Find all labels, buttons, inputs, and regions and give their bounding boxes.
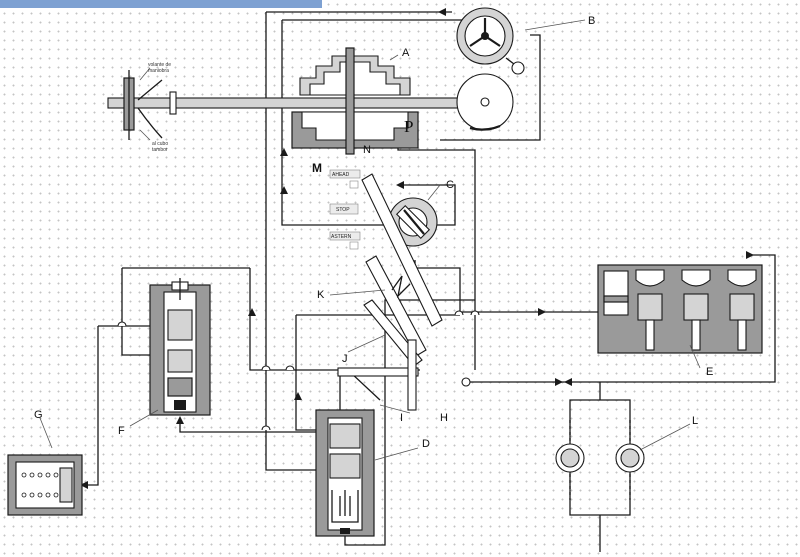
leader-lines [39, 19, 701, 461]
label-D: D [422, 438, 430, 450]
label-I: I [400, 412, 403, 424]
component-A [291, 47, 419, 155]
stop-button[interactable] [329, 203, 359, 215]
stop-label: STOP [336, 207, 350, 213]
ahead-indicator [349, 180, 359, 189]
component-E [597, 264, 763, 354]
label-N: N [363, 144, 371, 156]
ahead-label: AHEAD [332, 172, 350, 178]
label-F: F [118, 425, 125, 437]
label-J: J [342, 353, 348, 365]
window-title-strip [0, 0, 322, 8]
components-I-H [337, 339, 419, 411]
label-B: B [588, 15, 595, 27]
label-L: L [692, 415, 698, 427]
astern-indicator [349, 241, 359, 250]
label-A: A [402, 47, 410, 59]
astern-label: ASTERN [331, 234, 352, 240]
label-C: C [446, 179, 454, 191]
astern-button[interactable] [329, 231, 361, 241]
label-P: P [404, 117, 413, 136]
component-L [555, 420, 645, 500]
component-D [315, 409, 375, 537]
control-panel: AHEAD STOP ASTERN [329, 169, 361, 250]
component-labels: A B C D E F G H I J K L M N P [34, 15, 713, 450]
component-G [7, 454, 83, 516]
pipe-crossovers [117, 310, 480, 431]
label-E: E [706, 366, 713, 378]
label-H: H [440, 412, 448, 424]
label-K: K [317, 289, 325, 301]
component-F [149, 278, 211, 416]
ahead-button[interactable] [329, 169, 361, 179]
label-G: G [34, 409, 43, 421]
component-B [456, 7, 525, 131]
label-M: M [312, 161, 322, 175]
